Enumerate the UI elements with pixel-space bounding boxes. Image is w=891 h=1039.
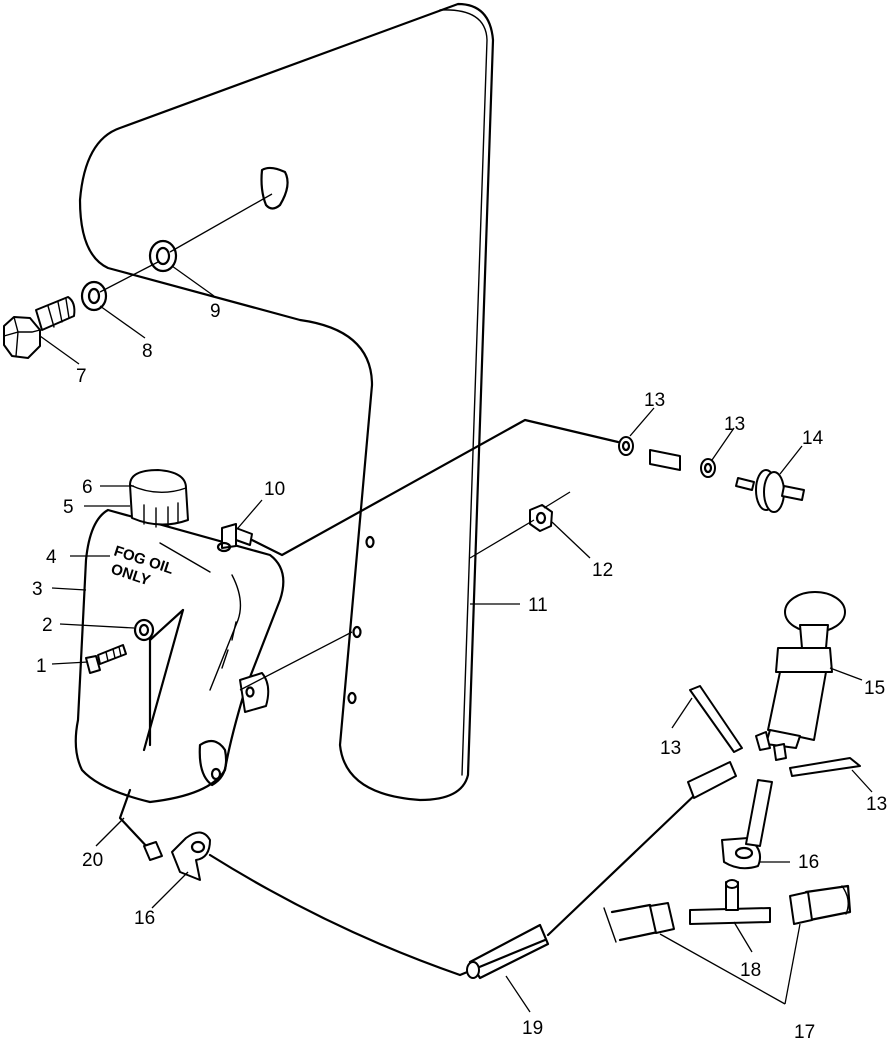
tank-cap: [129, 469, 189, 528]
oil-hose: [208, 853, 547, 977]
callout-2: 2: [42, 615, 53, 636]
bolt: [3, 296, 76, 359]
callout-3: 3: [32, 579, 43, 600]
callout-1: 1: [36, 656, 47, 677]
callout-17: 17: [794, 1022, 815, 1039]
callout-19: 19: [522, 1018, 543, 1039]
callout-12: 12: [592, 560, 613, 581]
line-connector: [649, 449, 681, 471]
tee-fitting: [689, 879, 771, 925]
callout-8: 8: [142, 341, 153, 362]
mounting-plate: [78, 2, 495, 802]
callout-7: 7: [76, 366, 87, 387]
hose-end: [466, 961, 480, 979]
callout-16-left: 16: [134, 908, 155, 929]
callout-20: 20: [82, 850, 103, 871]
callout-13-pump-left: 13: [660, 738, 681, 759]
hose-clamp-left: [171, 831, 211, 881]
outlet-tube: [118, 788, 152, 852]
callout-labels: 1 2 3 4 5 6 7 8 9 10 11 12 13 13 13 13 1…: [32, 301, 887, 1039]
callout-9: 9: [210, 301, 221, 322]
callout-15: 15: [864, 678, 885, 699]
leader-lines: [39, 193, 873, 1013]
tank-screw: [85, 644, 127, 674]
inline-filter: [735, 469, 805, 513]
callout-14: 14: [802, 428, 824, 449]
grommet: [148, 239, 178, 273]
callout-6: 6: [82, 477, 93, 498]
callout-5: 5: [63, 497, 74, 518]
line-clamp-2: [700, 458, 716, 478]
vent-line: [250, 418, 620, 557]
oil-hose-segment: [468, 923, 550, 980]
callout-13-top-left: 13: [644, 390, 665, 411]
callout-13-top-right: 13: [724, 414, 745, 435]
callout-13-pump-right: 13: [866, 794, 887, 815]
carb-hose-left: [603, 902, 675, 943]
line-clamp-1: [618, 436, 634, 456]
pump-clamp-left: [689, 685, 743, 753]
carb-hose-right: [789, 884, 852, 925]
tank-washer: [133, 618, 155, 642]
pump-line: [546, 788, 702, 937]
callout-18: 18: [740, 960, 761, 981]
callout-16-right: 16: [798, 852, 819, 873]
primer-pump: [755, 591, 846, 761]
pump-clamp-right: [789, 757, 861, 777]
callout-11: 11: [528, 595, 548, 616]
callout-4: 4: [46, 547, 57, 568]
outlet-nipple: [143, 841, 163, 861]
callout-10: 10: [264, 479, 285, 500]
elbow-fitting: [216, 523, 253, 553]
mounting-nut: [529, 504, 553, 532]
pump-hose-left: [687, 761, 737, 799]
washer: [80, 280, 108, 312]
pump-hose-down: [745, 779, 773, 847]
